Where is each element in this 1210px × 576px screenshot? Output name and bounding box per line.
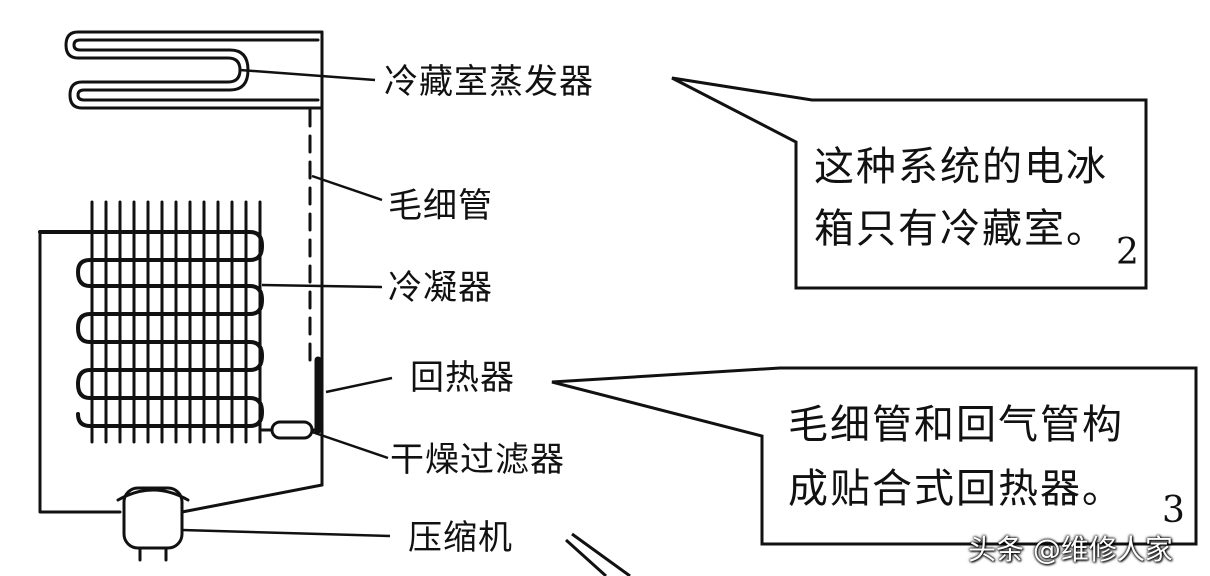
- label-capillary: 毛细管: [388, 186, 493, 226]
- leader-regenerator: [325, 376, 393, 394]
- callout-box-2: [551, 366, 1198, 546]
- callout-1-line-1: 这种系统的电冰: [814, 144, 1108, 190]
- condenser-coil: [38, 230, 264, 428]
- label-regenerator: 回热器: [410, 358, 515, 398]
- discharge-tube: [38, 230, 122, 514]
- leader-compressor: [181, 528, 391, 538]
- callout-2-line-1: 毛细管和回气管构: [788, 402, 1124, 448]
- callout-2-number: 3: [1162, 490, 1185, 531]
- callout-2-line-2: 成贴合式回热器。: [788, 466, 1124, 512]
- compressor: [122, 486, 184, 550]
- leader-filter: [311, 430, 389, 460]
- callout-pointer-3: [564, 532, 631, 576]
- label-compressor: 压缩机: [408, 518, 513, 558]
- label-condenser: 冷凝器: [388, 268, 493, 308]
- callout-1-line-2: 箱只有冷藏室。: [814, 206, 1108, 252]
- leader-capillary: [311, 174, 383, 202]
- callout-box-1: [671, 76, 1148, 290]
- condenser-wires: [90, 200, 262, 444]
- evaporator-tube: [64, 30, 324, 110]
- leader-evaporator: [239, 68, 376, 82]
- leader-condenser: [261, 283, 383, 289]
- watermark: 头条 @维修人家: [968, 533, 1173, 566]
- label-filter-dryer: 干燥过滤器: [390, 440, 565, 480]
- filter-dryer: [270, 420, 314, 440]
- evaporator-tube-inner: [72, 38, 320, 102]
- label-evaporator: 冷藏室蒸发器: [384, 62, 594, 102]
- callout-1-number: 2: [1116, 232, 1139, 273]
